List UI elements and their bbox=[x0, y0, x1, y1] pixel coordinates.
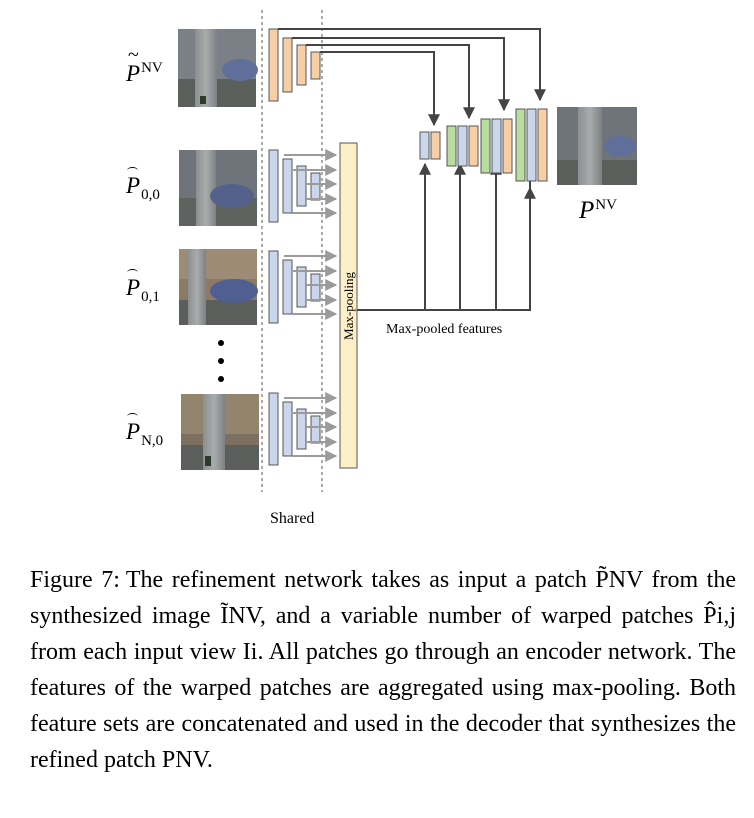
label-p-nv-input: PNV bbox=[126, 45, 163, 85]
input-encoder-stack bbox=[268, 28, 321, 102]
maxpool-block bbox=[339, 142, 358, 469]
label-p-01: P0,1 bbox=[126, 269, 160, 305]
maxpool-label: Max-pooling bbox=[341, 272, 356, 340]
warped-encoder-n0 bbox=[268, 392, 321, 466]
output-patch-image bbox=[557, 107, 637, 185]
warped-encoder-01 bbox=[268, 250, 321, 324]
refinement-network-diagram: Max-pooling Max-pooled features Shared bbox=[178, 10, 637, 527]
figure-caption: Figure 7:The refinement network takes as… bbox=[30, 562, 736, 778]
warped-encoder-00 bbox=[268, 149, 321, 223]
warped-patch-image-00 bbox=[179, 150, 257, 226]
decoder-stack bbox=[419, 108, 548, 182]
ellipsis-dots bbox=[218, 340, 224, 382]
encoder-to-maxpool-arrows bbox=[284, 149, 338, 462]
warped-patch-image-n0 bbox=[181, 394, 259, 470]
label-p-n0: PN,0 bbox=[126, 413, 164, 449]
label-p-nv-output: PNV bbox=[579, 197, 617, 224]
label-p-00: P0,0 bbox=[126, 167, 160, 203]
maxpooled-feature-lines bbox=[357, 162, 536, 311]
maxpooled-features-label: Max-pooled features bbox=[386, 322, 502, 337]
warped-patch-image-01 bbox=[179, 249, 258, 325]
skip-connection-lines bbox=[278, 28, 546, 127]
caption-text: The refinement network takes as input a … bbox=[30, 567, 737, 773]
caption-label: Figure 7: bbox=[30, 567, 120, 593]
input-patch-image bbox=[178, 29, 258, 107]
shared-label: Shared bbox=[270, 510, 314, 527]
